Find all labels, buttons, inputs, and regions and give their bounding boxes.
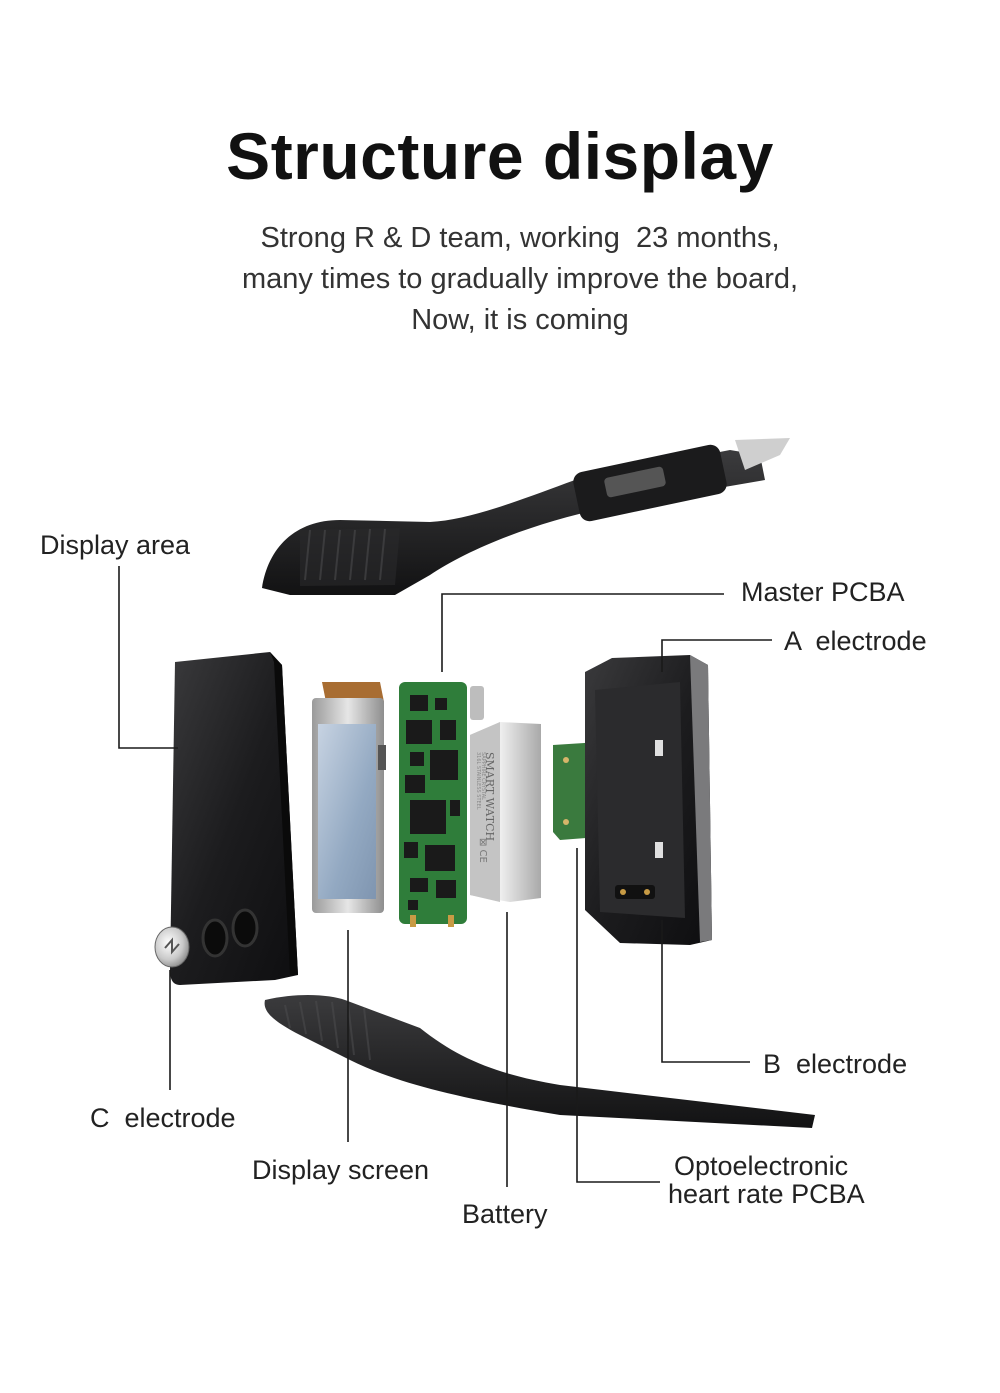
label-master-pcba: Master PCBA <box>741 577 905 607</box>
leader-lines <box>118 566 772 1187</box>
label-display-area: Display area <box>40 530 191 560</box>
display-area-case <box>170 652 298 985</box>
label-optoelectronic-line2: heart rate PCBA <box>668 1179 865 1209</box>
label-display-screen: Display screen <box>252 1155 430 1185</box>
upper-band <box>262 438 790 595</box>
c-electrode-knob <box>154 926 190 968</box>
label-c-electrode: C electrode <box>90 1103 236 1133</box>
master-pcba-part <box>399 682 484 927</box>
battery-small-print-2: SAPPHIRE CRYSTAL <box>480 752 486 800</box>
label-a-electrode: A electrode <box>784 626 927 656</box>
label-battery: Battery <box>462 1199 548 1229</box>
subtitle: Strong R & D team, working 23 months, ma… <box>0 218 1000 341</box>
leader-optoelectronic <box>576 848 660 1183</box>
lower-band <box>264 995 815 1128</box>
subtitle-line-1: Strong R & D team, working 23 months, <box>260 222 780 254</box>
battery-part: SMART WATCH 316L STAINLESS STEEL SAPPHIR… <box>470 722 541 902</box>
subtitle-line-3: Now, it is coming <box>411 304 629 336</box>
battery-small-print-1: 316L STAINLESS STEEL <box>475 752 481 810</box>
display-screen-part <box>312 682 386 913</box>
leader-b-electrode <box>661 920 750 1063</box>
label-optoelectronic-line1: Optoelectronic <box>674 1151 849 1181</box>
page-title: Structure display <box>226 119 774 193</box>
back-housing <box>585 655 712 945</box>
leader-a-electrode <box>661 639 772 672</box>
label-b-electrode: B electrode <box>763 1049 908 1079</box>
leader-master-pcba <box>441 593 724 672</box>
leader-display-area <box>118 566 178 749</box>
battery-print: SMART WATCH <box>483 752 496 841</box>
subtitle-line-2: many times to gradually improve the boar… <box>241 263 799 295</box>
cert-marks: ⊠ CE <box>477 838 488 863</box>
